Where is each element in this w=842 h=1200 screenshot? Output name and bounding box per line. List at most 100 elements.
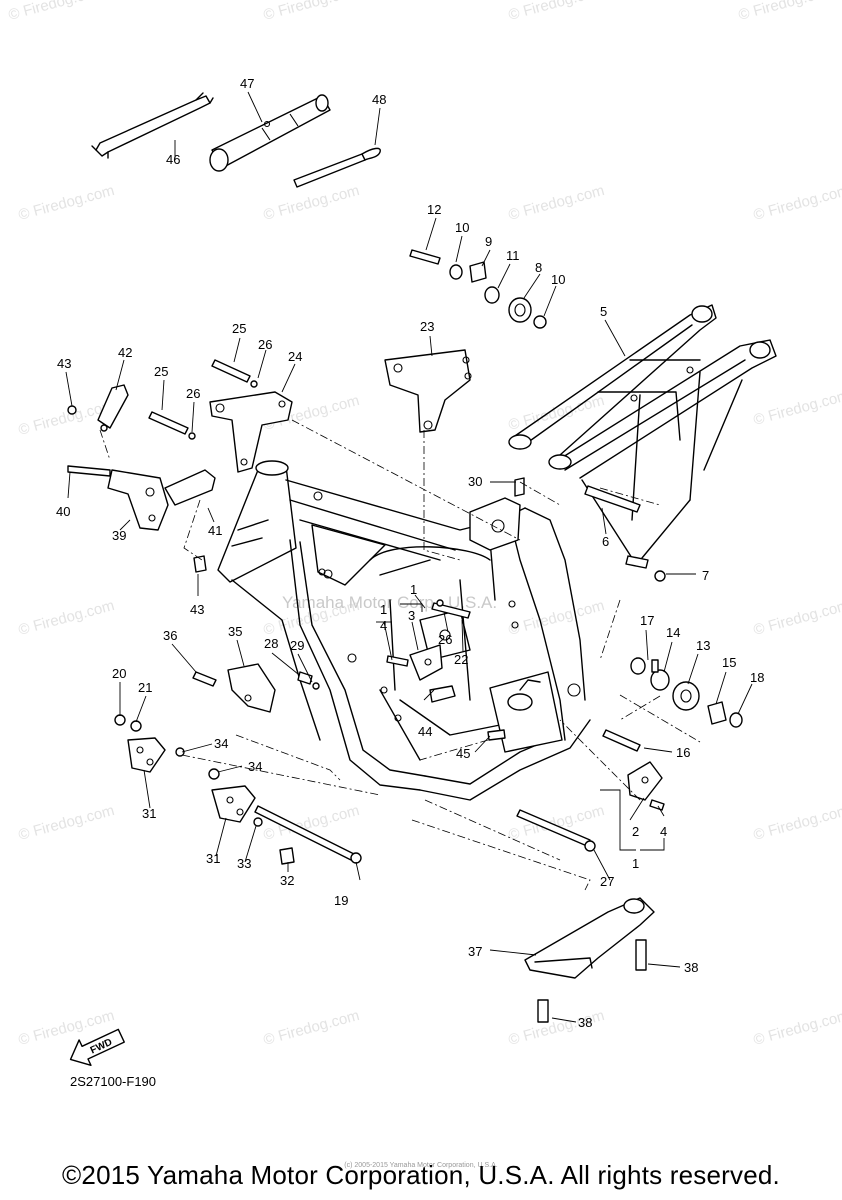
callout-31: 31: [206, 851, 220, 866]
callout-47: 47: [240, 76, 254, 91]
callout-34: 34: [214, 736, 228, 751]
callout-37: 37: [468, 944, 482, 959]
tool-wrench: [91, 92, 214, 159]
part-code: 2S27100-F190: [70, 1074, 156, 1089]
callout-9: 9: [485, 234, 492, 249]
callout-48: 48: [372, 92, 386, 107]
callout-22: 22: [454, 652, 468, 667]
callout-26: 26: [438, 632, 452, 647]
callout-41: 41: [208, 523, 222, 538]
watermarks: © Firedog.com © Firedog.com © Firedog.co…: [7, 0, 842, 1049]
callout-38: 38: [684, 960, 698, 975]
callout-18: 18: [750, 670, 764, 685]
callout-23: 23: [420, 319, 434, 334]
callout-26: 26: [258, 337, 272, 352]
callout-24: 24: [288, 349, 302, 364]
callout-42: 42: [118, 345, 132, 360]
callout-31: 31: [142, 806, 156, 821]
callout-26: 26: [186, 386, 200, 401]
watermark: © Firedog.com: [507, 182, 607, 224]
engine-mount-24: [209, 391, 293, 473]
callout-19: 19: [334, 893, 348, 908]
callout-35: 35: [228, 624, 242, 639]
watermark: © Firedog.com: [752, 597, 842, 639]
callout-10: 10: [551, 272, 565, 287]
copyright-footer: ©2015 Yamaha Motor Corporation, U.S.A. A…: [62, 1160, 780, 1190]
skid-plate-37: [524, 897, 655, 979]
guide-lines: [99, 419, 701, 891]
watermark: © Firedog.com: [752, 802, 842, 844]
callout-2: 2: [632, 824, 639, 839]
callout-5: 5: [600, 304, 607, 319]
callout-1: 1: [632, 856, 639, 871]
bolts: [67, 249, 666, 1023]
watermark: © Firedog.com: [17, 802, 117, 844]
bracket-31b: [211, 785, 256, 823]
callout-25: 25: [232, 321, 246, 336]
watermark: © Firedog.com: [752, 387, 842, 429]
callouts: 1 1 1 2 3 4 4 5 6 7 8 9 10 10 11 12 13 1…: [56, 76, 764, 1030]
callout-45: 45: [456, 746, 470, 761]
callout-3: 3: [408, 608, 415, 623]
bracket-31a: [127, 737, 166, 773]
callout-20: 20: [112, 666, 126, 681]
watermark: © Firedog.com: [17, 182, 117, 224]
watermark: © Firedog.com: [262, 0, 362, 24]
callout-10: 10: [455, 220, 469, 235]
callout-43: 43: [190, 602, 204, 617]
bracket-2: [627, 761, 663, 801]
callout-32: 32: [280, 873, 294, 888]
tiny-copyright-note: (c) 2005-2015 Yamaha Motor Corporation, …: [344, 1162, 498, 1169]
engine-mount-23: [384, 349, 472, 433]
callout-34: 34: [248, 759, 262, 774]
main-frame: [217, 460, 591, 801]
watermark: © Firedog.com: [262, 1007, 362, 1049]
watermark: © Firedog.com: [507, 802, 607, 844]
callout-8: 8: [535, 260, 542, 275]
callout-1: 1: [410, 582, 417, 597]
callout-15: 15: [722, 655, 736, 670]
watermark: © Firedog.com: [262, 182, 362, 224]
rear-subframe: [508, 304, 777, 569]
fwd-label: FWD: [89, 1037, 114, 1057]
callout-36: 36: [163, 628, 177, 643]
callout-4: 4: [660, 824, 667, 839]
watermark: © Firedog.com: [7, 0, 107, 24]
bracket-3: [409, 644, 443, 681]
callout-28: 28: [264, 636, 278, 651]
callout-17: 17: [640, 613, 654, 628]
callout-29: 29: [290, 638, 304, 653]
callout-14: 14: [666, 625, 680, 640]
callout-21: 21: [138, 680, 152, 695]
callout-25: 25: [154, 364, 168, 379]
watermark: © Firedog.com: [737, 0, 837, 24]
tool-box-spanner: [209, 94, 331, 172]
watermark: © Firedog.com: [752, 182, 842, 224]
callout-11: 11: [506, 248, 520, 263]
callout-16: 16: [676, 745, 690, 760]
callout-38: 38: [578, 1015, 592, 1030]
watermark: © Firedog.com: [507, 0, 607, 24]
callout-1: 1: [380, 602, 387, 617]
callout-46: 46: [166, 152, 180, 167]
bushings: [449, 261, 743, 728]
callout-40: 40: [56, 504, 70, 519]
callout-12: 12: [427, 202, 441, 217]
leader-lines: [65, 91, 753, 1023]
callout-44: 44: [418, 724, 432, 739]
callout-43: 43: [57, 356, 71, 371]
callout-7: 7: [702, 568, 709, 583]
callout-4: 4: [380, 618, 387, 633]
callout-33: 33: [237, 856, 251, 871]
callout-6: 6: [602, 534, 609, 549]
guard-35: [227, 663, 276, 713]
callout-27: 27: [600, 874, 614, 889]
watermark: © Firedog.com: [752, 1007, 842, 1049]
footrest-bracket-39: [107, 469, 216, 531]
callout-39: 39: [112, 528, 126, 543]
tool-handle: [293, 147, 381, 188]
callout-13: 13: [696, 638, 710, 653]
watermark: © Firedog.com: [507, 597, 607, 639]
watermark: © Firedog.com: [17, 597, 117, 639]
